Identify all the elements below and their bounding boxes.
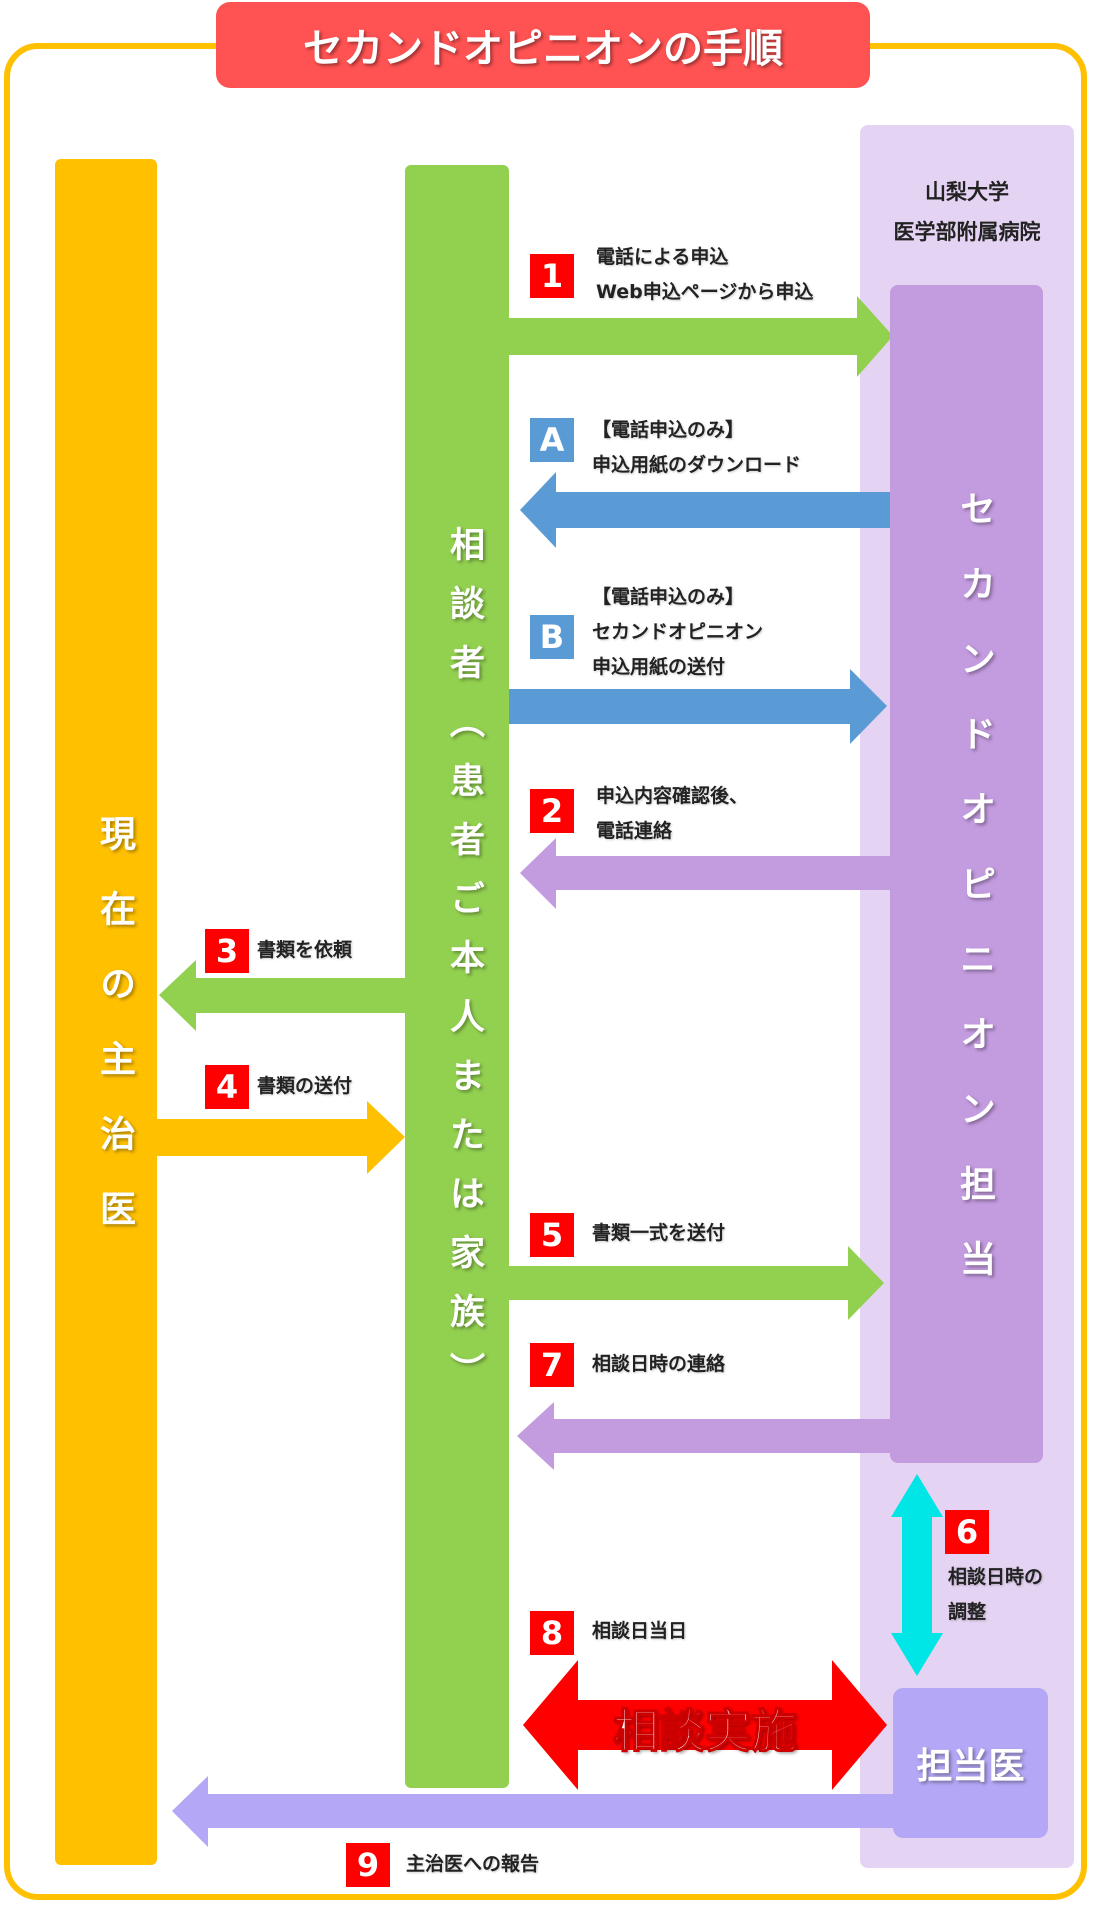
current-doctor-lane [55, 159, 157, 1865]
arrow-step-3 [159, 960, 407, 1031]
diagram-title: セカンドオピニオンの手順 [216, 2, 870, 88]
arrow-step-6 [891, 1474, 943, 1676]
step-badge-3: 3 [205, 929, 249, 973]
step-badge-9: 9 [346, 1843, 390, 1887]
arrow-consultation [523, 1660, 887, 1790]
step-7-label: 相談日時の連絡 [592, 1353, 726, 1375]
patient-lane [405, 165, 509, 1788]
arrow-step-b [505, 669, 887, 744]
arrow-step-2 [520, 838, 892, 909]
step-badge-7: 7 [530, 1343, 574, 1387]
arrow-step-4 [155, 1101, 405, 1174]
patient-label: 相談者（患者ご本人または家族） [444, 526, 484, 1411]
step-4-label: 書類の送付 [257, 1075, 353, 1097]
step-b-line: セカンドオピニオン [592, 621, 764, 643]
step-badge-5: 5 [530, 1213, 574, 1257]
staff-label: セカンドオピニオン担当 [954, 490, 995, 1315]
step-2-label: 申込内容確認後、 電話連絡 [596, 779, 748, 849]
arrow-step-a [520, 472, 892, 548]
step-badge-4: 4 [205, 1065, 249, 1109]
consultation-label: 相談実施 [612, 1703, 798, 1759]
step-6-label: 相談日時の 調整 [948, 1560, 1043, 1630]
step-9-label: 主治医への報告 [406, 1853, 540, 1875]
step-2-line: 電話連絡 [596, 820, 673, 842]
step-b-line: 申込用紙の送付 [592, 656, 726, 678]
step-6-line: 相談日時の [948, 1566, 1044, 1588]
step-badge-a: A [530, 418, 574, 462]
step-badge-b: B [530, 615, 574, 659]
second-opinion-staff-lane [890, 285, 1043, 1463]
hospital-name-line1: 山梨大学 [925, 180, 1009, 204]
step-a-line: 申込用紙のダウンロード [592, 454, 802, 476]
step-8-label: 相談日当日 [592, 1620, 688, 1642]
arrow-step-1 [505, 296, 893, 377]
step-badge-6: 6 [945, 1510, 989, 1554]
step-6-line: 調整 [948, 1601, 987, 1623]
step-a-line: 【電話申込のみ】 [592, 419, 745, 441]
step-1-line: Web申込ページから申込 [596, 281, 814, 303]
hospital-label: 山梨大学 医学部附属病院 [860, 172, 1074, 252]
physician-box: 担当医 [893, 1688, 1048, 1838]
arrow-step-5 [505, 1246, 884, 1320]
current-doctor-label: 現在の主治医 [94, 815, 135, 1265]
step-b-label: 【電話申込のみ】 セカンドオピニオン 申込用紙の送付 [592, 580, 763, 685]
hospital-name-line2: 医学部附属病院 [893, 220, 1041, 244]
step-a-label: 【電話申込のみ】 申込用紙のダウンロード [592, 413, 801, 483]
step-1-line: 電話による申込 [596, 246, 729, 268]
step-5-label: 書類一式を送付 [592, 1222, 726, 1244]
step-badge-1: 1 [530, 254, 574, 298]
step-badge-2: 2 [530, 789, 574, 833]
step-badge-8: 8 [530, 1611, 574, 1655]
arrow-step-7 [517, 1402, 892, 1470]
step-1-label: 電話による申込 Web申込ページから申込 [596, 240, 813, 310]
arrow-step-9 [172, 1776, 895, 1847]
step-2-line: 申込内容確認後、 [596, 785, 749, 807]
step-b-line: 【電話申込のみ】 [592, 586, 745, 608]
step-3-label: 書類を依頼 [257, 939, 353, 961]
